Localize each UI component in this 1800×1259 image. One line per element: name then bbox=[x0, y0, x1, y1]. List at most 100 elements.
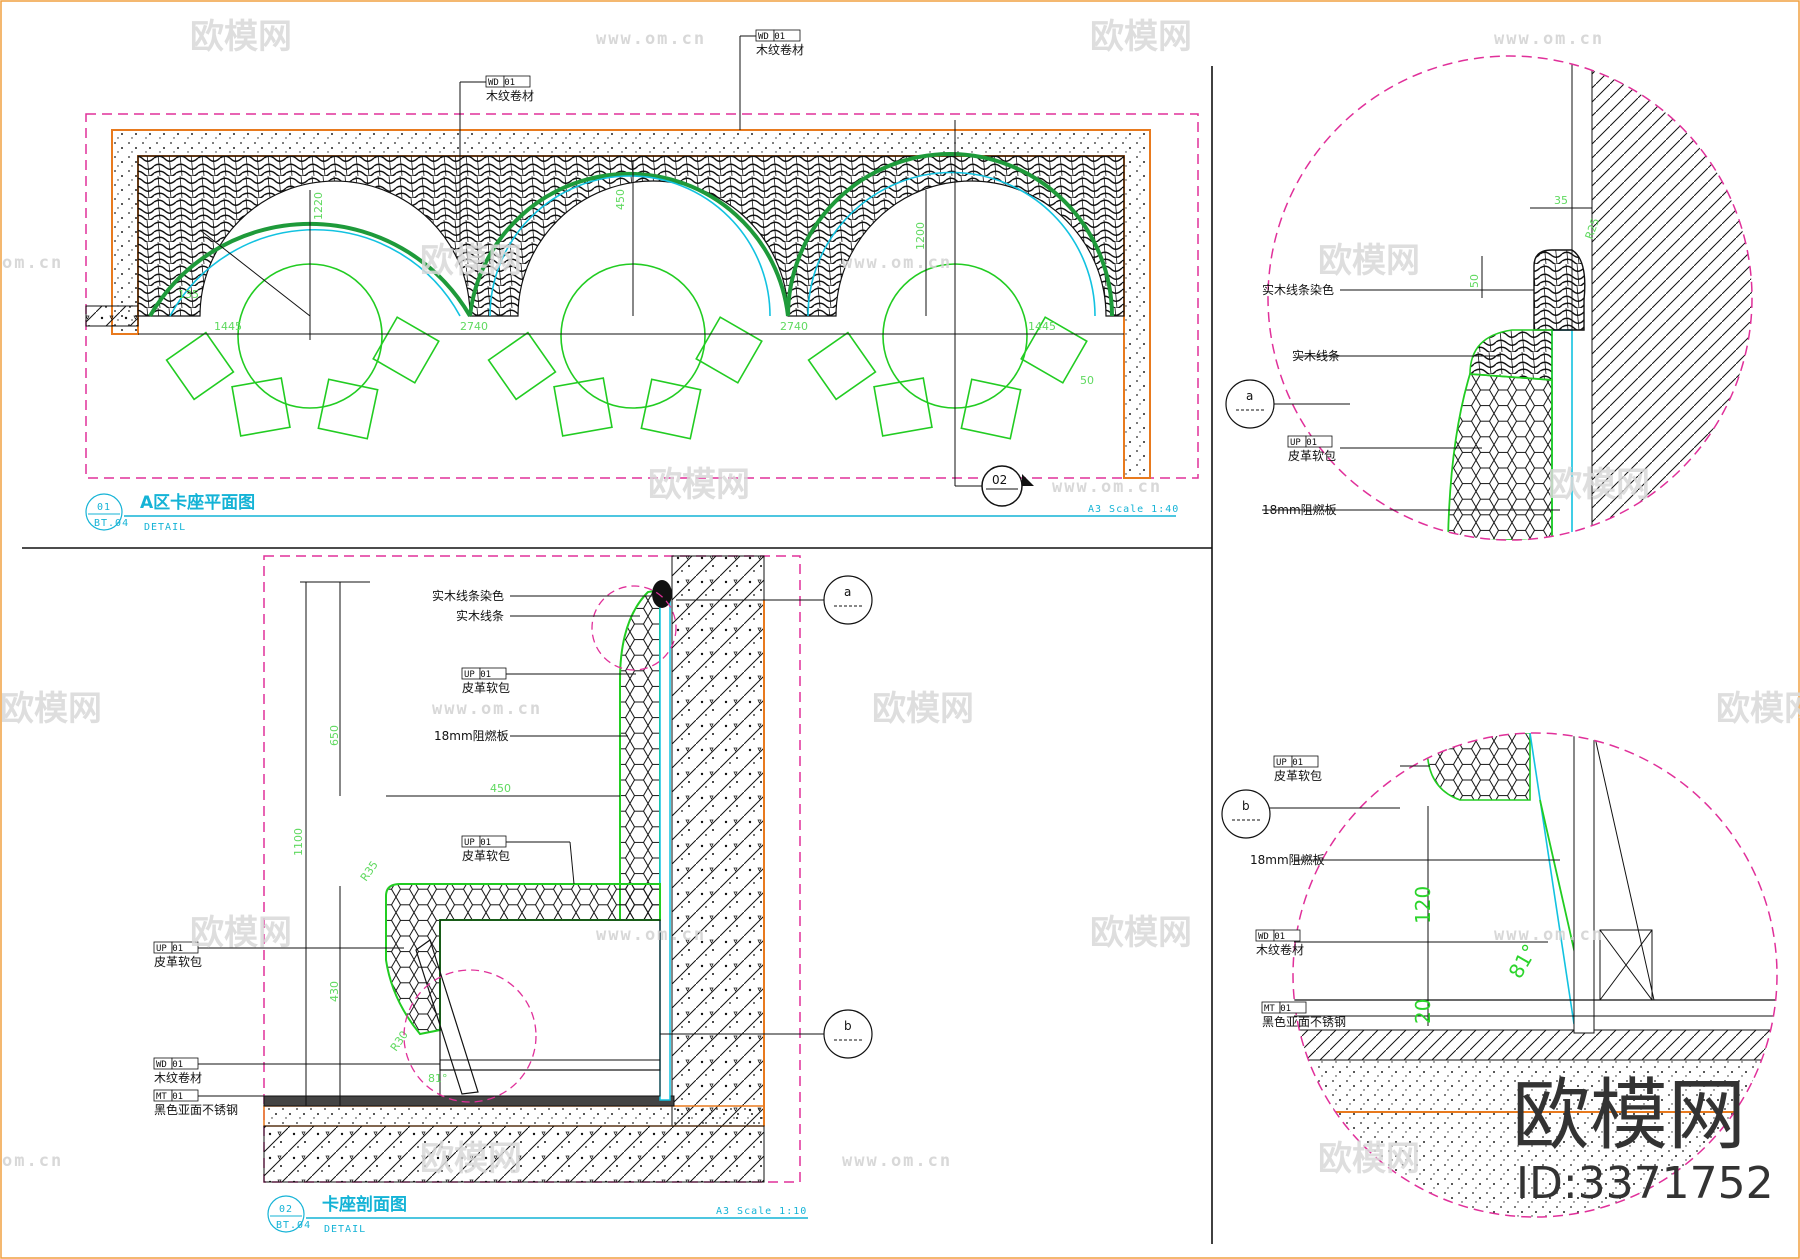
svg-text:BT.04: BT.04 bbox=[276, 1220, 311, 1231]
detail-b-dim-120: 120 bbox=[1411, 886, 1435, 924]
svg-text:欧模网: 欧模网 bbox=[872, 689, 974, 729]
section-backrest bbox=[619, 588, 661, 921]
plan-dim-6: 1200 bbox=[914, 222, 927, 250]
plan-dim-8: 135 bbox=[178, 288, 199, 301]
svg-text:www.om.cn: www.om.cn bbox=[842, 1151, 952, 1171]
svg-text:DETAIL: DETAIL bbox=[324, 1224, 366, 1235]
plan-dim-9: 50 bbox=[1080, 374, 1094, 387]
detail-a-label-board: 18mm阻燃板 bbox=[1262, 502, 1337, 517]
svg-text:皮革软包: 皮革软包 bbox=[1288, 449, 1336, 463]
section-detail-ref-b: b bbox=[823, 1009, 873, 1059]
section-callout-steel: MT 01 黑色亚面不锈钢 bbox=[153, 1089, 238, 1117]
svg-text:UP 01: UP 01 bbox=[1290, 438, 1317, 448]
detail-b-label-board: 18mm阻燃板 bbox=[1250, 852, 1325, 867]
svg-text:欧模网: 欧模网 bbox=[0, 689, 102, 729]
svg-text:木纹卷材: 木纹卷材 bbox=[154, 1070, 202, 1085]
svg-text:om.cn: om.cn bbox=[2, 1151, 63, 1171]
svg-text:www.om.cn: www.om.cn bbox=[432, 699, 542, 719]
plan-dim-3: 2740 bbox=[780, 320, 808, 333]
svg-text:欧模网: 欧模网 bbox=[648, 465, 750, 505]
svg-text:欧模网: 欧模网 bbox=[1318, 1139, 1420, 1179]
svg-text:黑色亚面不锈钢: 黑色亚面不锈钢 bbox=[154, 1103, 238, 1117]
detail-b-dim-20: 20 bbox=[1411, 999, 1435, 1024]
plan-dim-1: 1445 bbox=[214, 320, 242, 333]
svg-text:b: b bbox=[844, 1019, 852, 1033]
watermarks: 欧模网 www.om.cn 欧模网 www.om.cn om.cn 欧模网 ww… bbox=[0, 17, 1800, 1179]
plan-wood-panel bbox=[137, 155, 1125, 317]
svg-text:www.om.cn: www.om.cn bbox=[596, 925, 706, 945]
svg-text:www.om.cn: www.om.cn bbox=[1494, 29, 1604, 49]
plan-callout-1: WD 01 木纹卷材 bbox=[459, 75, 534, 240]
svg-text:om.cn: om.cn bbox=[2, 253, 63, 273]
svg-text:欧模网: 欧模网 bbox=[1090, 17, 1192, 57]
detail-b-callout-wood: WD 01 木纹卷材 bbox=[1255, 929, 1304, 957]
svg-text:MT 01: MT 01 bbox=[156, 1092, 183, 1102]
svg-text:UP 01: UP 01 bbox=[156, 944, 183, 954]
svg-text:WD 01: WD 01 bbox=[488, 78, 515, 88]
section-title-block: 02 BT.04 卡座剖面图 DETAIL A3 Scale 1:10 bbox=[267, 1194, 808, 1235]
svg-text:欧模网: 欧模网 bbox=[1318, 241, 1420, 281]
svg-text:UP 01: UP 01 bbox=[464, 670, 491, 680]
section-view: 650 1100 450 430 R35 R30 81° 实木线条染色 实木线条… bbox=[153, 555, 873, 1235]
svg-text:木纹卷材: 木纹卷材 bbox=[486, 88, 534, 103]
svg-text:欧模网: 欧模网 bbox=[420, 241, 522, 281]
section-callout-leather-1: UP 01 皮革软包 bbox=[461, 667, 510, 695]
svg-text:木纹卷材: 木纹卷材 bbox=[756, 42, 804, 57]
plan-dim-7: 1220 bbox=[312, 192, 325, 220]
detail-a-dim-35: 35 bbox=[1554, 194, 1568, 207]
svg-text:UP 01: UP 01 bbox=[1276, 758, 1303, 768]
detail-a-label-stained: 实木线条染色 bbox=[1262, 282, 1334, 297]
section-dim-450: 450 bbox=[490, 782, 511, 795]
svg-text:木纹卷材: 木纹卷材 bbox=[1256, 942, 1304, 957]
plan-title: A区卡座平面图 bbox=[140, 492, 255, 513]
svg-text:a: a bbox=[1246, 389, 1253, 403]
section-scale: A3 Scale 1:10 bbox=[716, 1206, 807, 1217]
detail-a-label-strip: 实木线条 bbox=[1292, 348, 1340, 363]
svg-text:www.om.cn: www.om.cn bbox=[842, 253, 952, 273]
section-dim-650: 650 bbox=[328, 725, 341, 746]
svg-text:a: a bbox=[844, 585, 851, 599]
svg-text:02: 02 bbox=[992, 473, 1007, 487]
section-callout-leather-3: UP 01 皮革软包 bbox=[153, 941, 202, 969]
section-label-stained-wood: 实木线条染色 bbox=[432, 588, 504, 603]
svg-text:MT 01: MT 01 bbox=[1264, 1004, 1291, 1014]
brand-name: 欧模网 bbox=[1512, 1071, 1746, 1161]
section-dim-r35: R35 bbox=[358, 859, 381, 884]
detail-b: 120 20 81° 18mm阻燃板 UP 01 皮革软包 WD 01 木纹卷材… bbox=[1221, 732, 1778, 1218]
svg-text:BT.04: BT.04 bbox=[94, 518, 129, 529]
plan-dim-5: 450 bbox=[614, 189, 627, 210]
svg-text:www.om.cn: www.om.cn bbox=[1494, 925, 1604, 945]
plan-frame bbox=[85, 113, 1199, 479]
svg-text:欧模网: 欧模网 bbox=[1716, 689, 1800, 729]
svg-text:www.om.cn: www.om.cn bbox=[596, 29, 706, 49]
plan-wall-stub bbox=[85, 305, 139, 327]
detail-b-callout-leather: UP 01 皮革软包 bbox=[1273, 755, 1322, 783]
brand-mark: 欧模网 ID:3371752 bbox=[1512, 1071, 1774, 1209]
svg-text:皮革软包: 皮革软包 bbox=[154, 955, 202, 969]
svg-text:皮革软包: 皮革软包 bbox=[1274, 769, 1322, 783]
svg-text:黑色亚面不锈钢: 黑色亚面不锈钢 bbox=[1262, 1015, 1346, 1029]
svg-text:02: 02 bbox=[279, 1204, 293, 1215]
svg-text:b: b bbox=[1242, 799, 1250, 813]
section-label-wood-strip: 实木线条 bbox=[456, 608, 504, 623]
svg-text:DETAIL: DETAIL bbox=[144, 522, 186, 533]
section-callout-leather-2: UP 01 皮革软包 bbox=[461, 835, 510, 863]
plan-scale: A3 Scale 1:40 bbox=[1088, 504, 1179, 515]
section-detail-ref-a: a bbox=[823, 575, 873, 625]
svg-text:皮革软包: 皮革软包 bbox=[462, 849, 510, 863]
plan-section-marker: 02 bbox=[955, 465, 1034, 507]
svg-text:欧模网: 欧模网 bbox=[1548, 465, 1650, 505]
section-callout-wood: WD 01 木纹卷材 bbox=[153, 1057, 202, 1085]
plan-view: 1445 2740 2740 1445 450 1200 1220 135 50… bbox=[85, 29, 1199, 533]
svg-text:WD 01: WD 01 bbox=[758, 32, 785, 42]
plan-dim-4: 1445 bbox=[1028, 320, 1056, 333]
section-dim-1100: 1100 bbox=[292, 828, 305, 856]
section-wall bbox=[671, 555, 765, 1127]
plan-title-block: 01 BT.04 A区卡座平面图 DETAIL A3 Scale 1:40 bbox=[85, 492, 1179, 533]
plan-dim-2: 2740 bbox=[460, 320, 488, 333]
svg-text:欧模网: 欧模网 bbox=[420, 1139, 522, 1179]
detail-a-ref: a bbox=[1225, 379, 1275, 429]
svg-text:皮革软包: 皮革软包 bbox=[462, 681, 510, 695]
